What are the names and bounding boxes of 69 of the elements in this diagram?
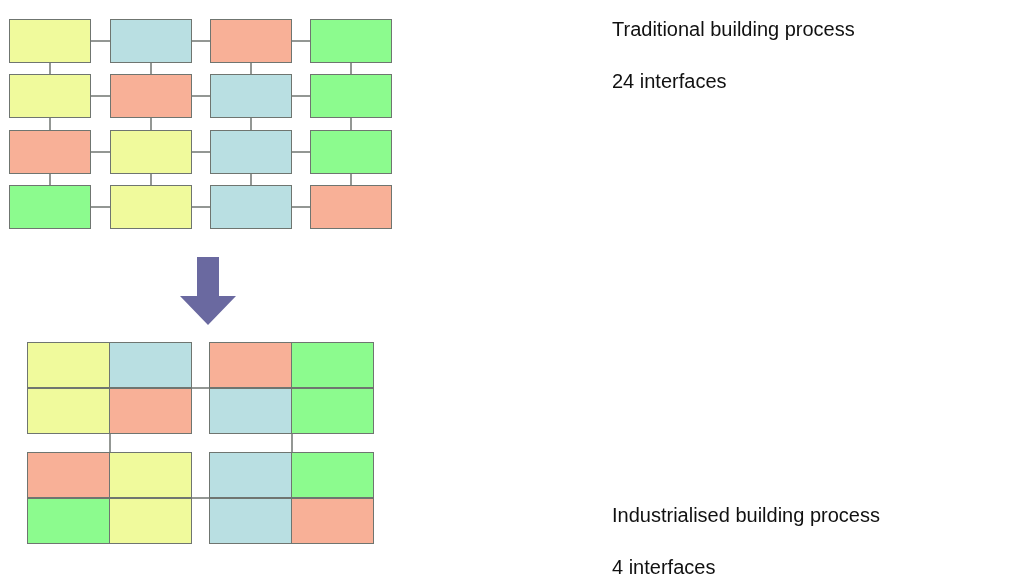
colored-box xyxy=(290,497,374,544)
colored-box xyxy=(110,130,192,174)
connector-line xyxy=(191,206,211,208)
connector-line xyxy=(250,117,252,131)
connector-line xyxy=(250,62,252,75)
connector-line xyxy=(291,40,311,42)
connector-line xyxy=(109,433,111,453)
colored-box xyxy=(26,387,110,434)
colored-box xyxy=(208,341,292,388)
colored-box xyxy=(108,387,192,434)
connector-line xyxy=(191,95,211,97)
module-block xyxy=(209,452,374,544)
colored-box xyxy=(110,74,192,118)
colored-box xyxy=(108,451,192,498)
block-arrow xyxy=(180,257,236,325)
colored-box xyxy=(9,74,91,118)
module-block xyxy=(27,452,192,544)
colored-box xyxy=(210,185,292,229)
caption-text: Industrialised building process xyxy=(612,504,880,527)
connector-line xyxy=(150,173,152,186)
caption-text: 4 interfaces xyxy=(612,556,716,579)
connector-line xyxy=(350,117,352,131)
connector-line xyxy=(90,206,111,208)
colored-box xyxy=(108,497,192,544)
colored-box xyxy=(290,451,374,498)
connector-line xyxy=(291,95,311,97)
connector-line xyxy=(291,151,311,153)
colored-box xyxy=(310,185,392,229)
connector-line xyxy=(90,95,111,97)
connector-line xyxy=(350,62,352,75)
caption-text: 24 interfaces xyxy=(612,70,727,93)
connector-line xyxy=(191,497,210,499)
connector-line xyxy=(90,151,111,153)
connector-line xyxy=(90,40,111,42)
connector-line xyxy=(191,387,210,389)
colored-box xyxy=(210,74,292,118)
colored-box xyxy=(26,451,110,498)
connector-line xyxy=(150,62,152,75)
colored-box xyxy=(290,387,374,434)
colored-box xyxy=(310,19,392,63)
connector-line xyxy=(49,117,51,131)
colored-box xyxy=(26,497,110,544)
colored-box xyxy=(310,130,392,174)
connector-line xyxy=(150,117,152,131)
connector-line xyxy=(250,173,252,186)
colored-box xyxy=(9,130,91,174)
colored-box xyxy=(110,19,192,63)
connector-line xyxy=(350,173,352,186)
colored-box xyxy=(9,185,91,229)
module-block xyxy=(27,342,192,434)
colored-box xyxy=(208,497,292,544)
caption-text: Traditional building process xyxy=(612,18,855,41)
colored-box xyxy=(290,341,374,388)
connector-line xyxy=(191,151,211,153)
colored-box xyxy=(108,341,192,388)
colored-box xyxy=(208,451,292,498)
colored-box xyxy=(208,387,292,434)
colored-box xyxy=(310,74,392,118)
connector-line xyxy=(191,40,211,42)
connector-line xyxy=(49,62,51,75)
colored-box xyxy=(210,19,292,63)
connector-line xyxy=(49,173,51,186)
colored-box xyxy=(26,341,110,388)
colored-box xyxy=(210,130,292,174)
module-block xyxy=(209,342,374,434)
colored-box xyxy=(9,19,91,63)
colored-box xyxy=(110,185,192,229)
connector-line xyxy=(291,433,293,453)
connector-line xyxy=(291,206,311,208)
